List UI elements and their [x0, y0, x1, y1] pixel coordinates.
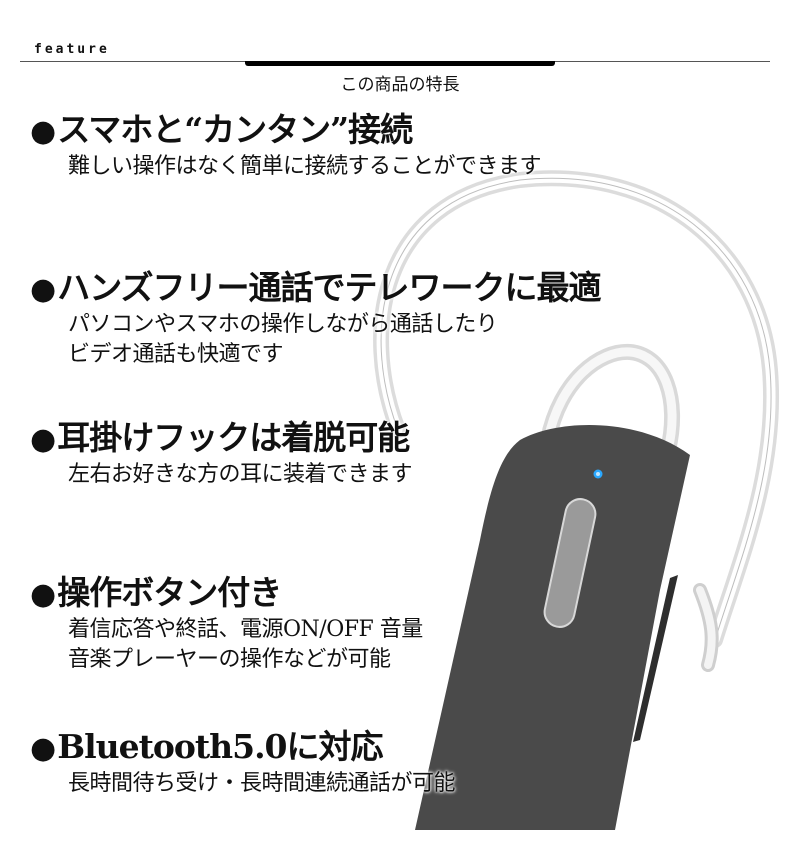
earpiece-body — [415, 425, 690, 830]
feature-item-5: ●Bluetooth5.0に対応 長時間待ち受け・長時間連続通話が可能 — [30, 727, 456, 799]
feature-desc: 難しい操作はなく簡単に接続することができます — [68, 154, 542, 179]
feature-desc: ビデオ通話も快適です — [68, 342, 284, 367]
feature-item-2: ●ハンズフリー通話でテレワークに最適 パソコンやスマホの操作しながら通話したり … — [30, 268, 602, 370]
feature-title: ハンズフリー通話でテレワークに最適 — [57, 268, 601, 307]
feature-item-3: ●耳掛けフックは着脱可能 左右お好きな方の耳に装着できます — [30, 418, 413, 490]
feature-label: feature — [34, 42, 110, 57]
section-subtitle: この商品の特長 — [340, 75, 460, 94]
bullet-icon: ● — [30, 114, 56, 149]
bullet-icon: ● — [30, 577, 56, 612]
feature-title: スマホと“カンタン”接続 — [57, 110, 413, 149]
feature-title: 操作ボタン付き — [57, 573, 282, 612]
bullet-icon: ● — [30, 731, 56, 766]
feature-item-4: ●操作ボタン付き 着信応答や終話、電源ON/OFF 音量 音楽プレーヤーの操作な… — [30, 573, 423, 675]
feature-desc: 左右お好きな方の耳に装着できます — [68, 462, 413, 487]
bullet-icon: ● — [30, 272, 56, 307]
feature-item-1: ●スマホと“カンタン”接続 難しい操作はなく簡単に接続することができます — [30, 110, 542, 182]
feature-desc: 着信応答や終話、電源ON/OFF 音量 — [68, 617, 423, 642]
feature-title: Bluetooth5.0に対応 — [57, 727, 383, 766]
bullet-icon: ● — [30, 422, 56, 457]
led-indicator — [593, 469, 603, 479]
feature-desc: 音楽プレーヤーの操作などが可能 — [68, 647, 391, 672]
header-accent-bar — [245, 61, 555, 66]
feature-desc: パソコンやスマホの操作しながら通話したり — [68, 312, 498, 337]
ear-hook — [373, 170, 780, 648]
feature-title: 耳掛けフックは着脱可能 — [57, 418, 410, 457]
feature-desc: 長時間待ち受け・長時間連続通話が可能 — [68, 771, 456, 796]
multifunction-button — [543, 498, 597, 628]
